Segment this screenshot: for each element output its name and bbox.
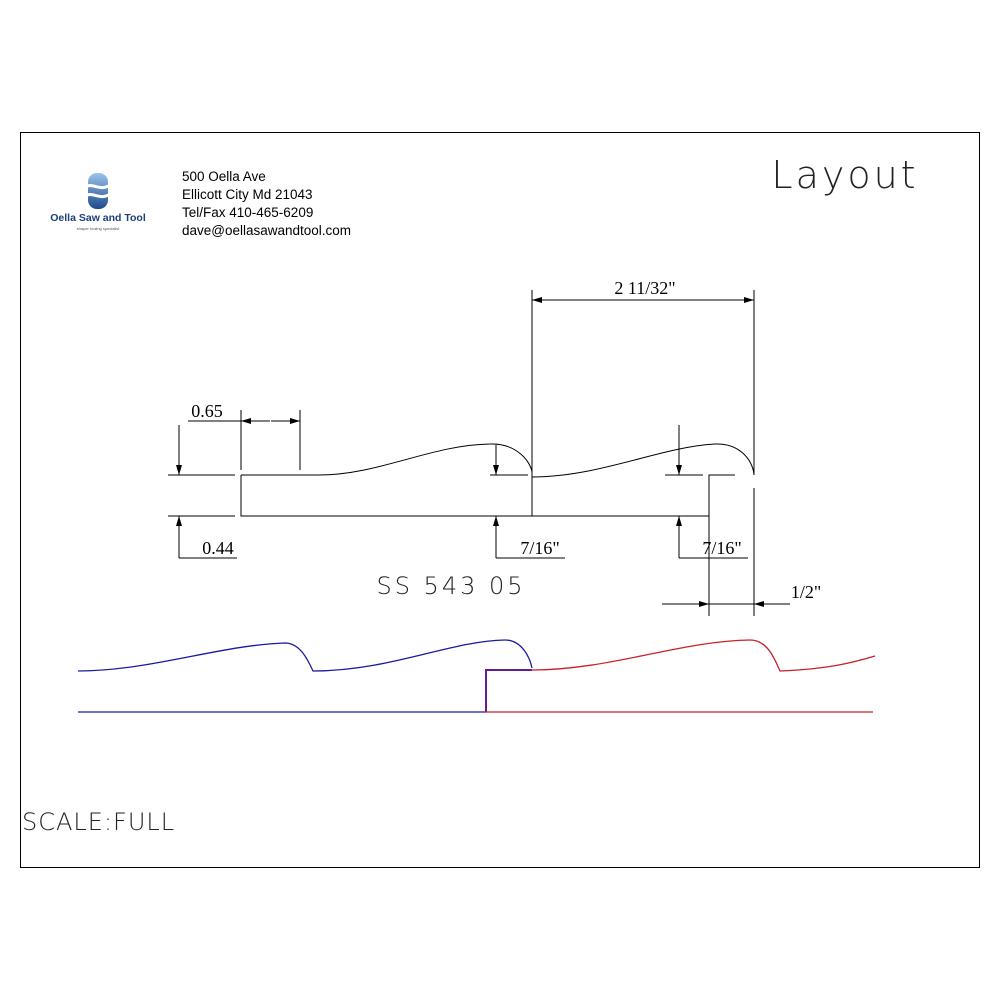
company-logo: Oella Saw and Tool shaper tooling specia… <box>36 170 160 240</box>
email: dave@oellasawandtool.com <box>182 223 352 238</box>
sheet-border <box>20 132 980 868</box>
logo-emblem-icon <box>85 173 111 209</box>
company-contact: 500 Oella Ave Ellicott City Md 21043 Tel… <box>182 168 351 240</box>
scale-label: SCALE:FULL <box>22 808 175 836</box>
address-line-2: Ellicott City Md 21043 <box>182 187 313 202</box>
course-1 <box>77 639 533 713</box>
dim-rise-2: 7/16" <box>702 538 741 558</box>
course-2 <box>486 639 876 713</box>
dim-rise-1: 7/16" <box>520 538 559 558</box>
phone: Tel/Fax 410-465-6209 <box>182 205 314 220</box>
logo-tagline: shaper tooling specialist <box>76 226 120 231</box>
part-number: SS 543 05 <box>376 572 525 600</box>
dim-rabbet: 1/2" <box>791 582 821 602</box>
logo-name: Oella Saw and Tool <box>50 212 146 224</box>
profile-outline <box>240 290 755 616</box>
dim-width-top: 2 11/32" <box>614 278 675 298</box>
address-line-1: 500 Oella Ave <box>182 169 266 184</box>
sheet-title: Layout <box>771 153 918 197</box>
dim-flat-length: 0.65 <box>191 401 223 421</box>
course-overlap <box>485 669 532 712</box>
dimension-lines <box>168 297 790 607</box>
dim-edge-thickness: 0.44 <box>202 538 234 558</box>
